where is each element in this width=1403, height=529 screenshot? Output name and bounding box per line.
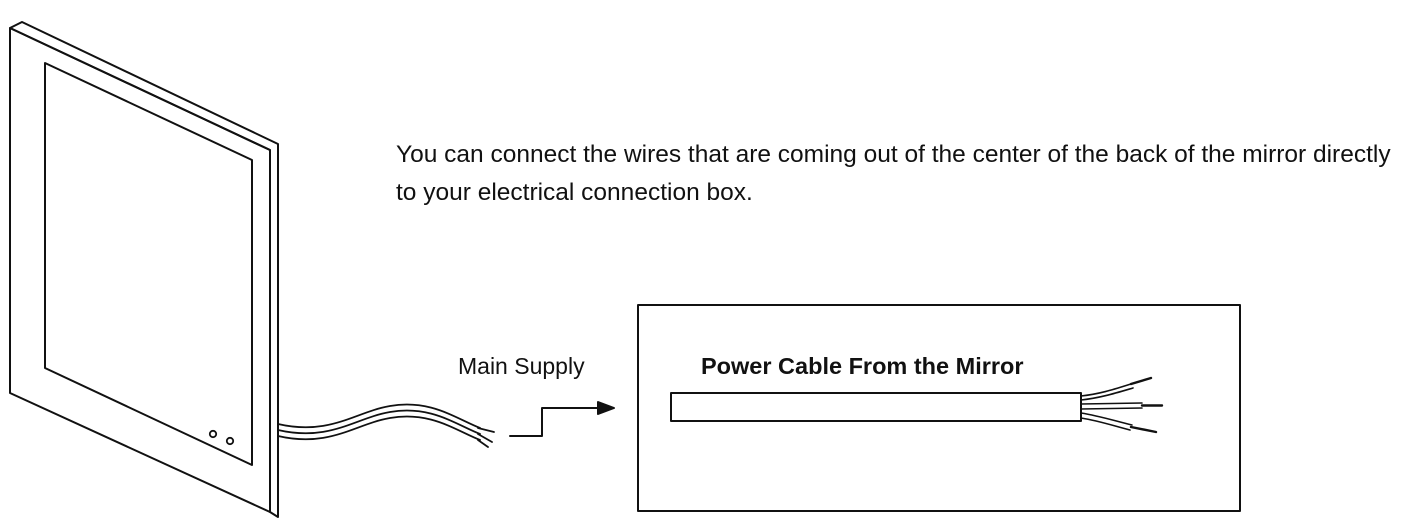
mirror-illustration: [9, 21, 279, 518]
power-cable-wires: [1080, 376, 1164, 434]
power-cable-title: Power Cable From the Mirror: [701, 353, 1024, 379]
connection-arrow: [509, 401, 615, 437]
wire-end: [477, 433, 493, 443]
instruction-text: You can connect the wires that are comin…: [396, 141, 1391, 206]
power-cable-body: [670, 392, 1082, 422]
main-supply-label: Main Supply: [458, 353, 585, 379]
mirror-front-frame: [9, 27, 271, 513]
mirror-glass-panel: [44, 62, 253, 466]
wire-end: [477, 439, 489, 448]
mirror-power-cable: [277, 403, 495, 448]
detail-box: [637, 304, 1241, 512]
wire-end: [477, 427, 495, 433]
mirror-side-edge: [9, 21, 279, 518]
touch-sensor-icon: [225, 436, 235, 446]
touch-sensor-icon: [208, 429, 218, 439]
